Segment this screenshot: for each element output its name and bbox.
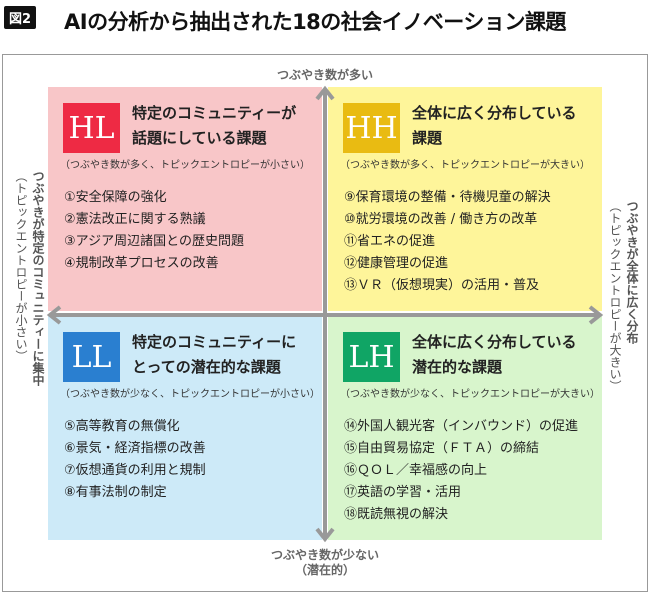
quadrant-badge: HH: [343, 103, 400, 153]
issue-item: ⑱既読無視の解決: [344, 507, 449, 522]
quadrant-hl: HL 特定のコミュニティーが話題にしている課題 （つぶやき数が多く、トピックエン…: [48, 87, 322, 311]
title-line: 話題にしている課題: [132, 129, 267, 147]
arrow-left-icon: [46, 305, 62, 325]
quadrant-subtitle: （つぶやき数が少なく、トピックエントロピーが小さい）: [60, 389, 320, 400]
quadrant-subtitle: （つぶやき数が多く、トピックエントロピーが小さい）: [60, 160, 310, 171]
title-line: とっての潜在的な課題: [132, 358, 281, 376]
axis-label-left: つぶやきが特定のコミュニティーに集中 （トピックエントロピーが小さい）: [12, 170, 46, 386]
quadrant-title: 全体に広く分布している課題: [412, 101, 577, 151]
axis-bottom-main: つぶやき数が少ない: [270, 548, 379, 562]
title-line: 特定のコミュニティーが: [132, 104, 297, 122]
issue-item: ⑨保育環境の整備・待機児童の解決: [344, 190, 551, 205]
quadrant-subtitle: （つぶやき数が多く、トピックエントロピーが大きい）: [340, 160, 590, 171]
quadrant-title: 特定のコミュニティーが話題にしている課題: [132, 101, 296, 151]
arrow-down-icon: [315, 527, 335, 543]
issue-item: ⑯ＱＯＬ／幸福感の向上: [344, 463, 488, 478]
axis-bottom-sub: （潜在的）: [294, 563, 355, 577]
quadrant-badge: LH: [343, 332, 400, 382]
issue-item: ④規制改革プロセスの改善: [64, 256, 219, 271]
quadrant-title: 特定のコミュニティーにとっての潜在的な課題: [132, 330, 296, 380]
issue-list: ①安全保障の強化 ②憲法改正に関する熟議 ③アジア周辺諸国との歴史問題 ④規制改革プロ…: [64, 187, 244, 275]
issue-item: ⑮自由貿易協定（ＦＴＡ）の締結: [344, 441, 540, 456]
issue-item: ⑦仮想通貨の利用と規制: [64, 463, 206, 478]
diagram-frame: [2, 54, 648, 592]
axis-right-main: つぶやきが全体に広く分布: [625, 200, 639, 344]
axis-left-main: つぶやきが特定のコミュニティーに集中: [31, 170, 45, 386]
issue-list: ⑤高等教育の無償化 ⑥景気・経済指標の改善 ⑦仮想通貨の利用と規制 ⑧有事法制の制定: [64, 416, 206, 504]
issue-item: ⑰英語の学習・活用: [344, 485, 462, 500]
quadrant-title: 全体に広く分布している潜在的な課題: [412, 330, 577, 380]
issue-item: ⑫健康管理の促進: [344, 256, 449, 271]
issue-item: ①安全保障の強化: [64, 190, 167, 205]
issue-item: ⑤高等教育の無償化: [64, 419, 180, 434]
issue-item: ⑭外国人観光客（インバウンド）の促進: [344, 419, 579, 434]
quadrant-badge: HL: [63, 103, 120, 153]
issue-item: ⑧有事法制の制定: [64, 485, 167, 500]
issue-item: ⑪省エネの促進: [344, 234, 436, 249]
quadrant-subtitle: （つぶやき数が少なく、トピックエントロピーが大きい）: [340, 389, 600, 400]
issue-item: ⑥景気・経済指標の改善: [64, 441, 206, 456]
axis-left-sub: （トピックエントロピーが小さい）: [14, 170, 28, 362]
title-line: 課題: [412, 129, 443, 147]
issue-list: ⑨保育環境の整備・待機児童の解決 ⑩就労環境の改善 / 働き方の改革 ⑪省エネの促進…: [344, 187, 551, 297]
figure-label: 図2: [4, 6, 37, 29]
issue-item: ②憲法改正に関する熟議: [64, 212, 206, 227]
quadrant-lh: LH 全体に広く分布している潜在的な課題 （つぶやき数が少なく、トピックエントロ…: [328, 316, 602, 540]
title-line: 潜在的な課題: [412, 358, 503, 376]
title-line: 全体に広く分布している: [412, 104, 577, 122]
issue-item: ③アジア周辺諸国との歴史問題: [64, 234, 245, 249]
axis-label-top: つぶやき数が多い: [276, 68, 373, 82]
arrow-up-icon: [315, 85, 335, 101]
title-line: 全体に広く分布している: [412, 333, 577, 351]
quadrant-badge: LL: [63, 332, 120, 382]
issue-list: ⑭外国人観光客（インバウンド）の促進 ⑮自由貿易協定（ＦＴＡ）の締結 ⑯ＱＯＬ／幸福…: [344, 416, 578, 526]
issue-item: ⑩就労環境の改善 / 働き方の改革: [344, 212, 538, 227]
quadrant-ll: LL 特定のコミュニティーにとっての潜在的な課題 （つぶやき数が少なく、トピック…: [48, 316, 322, 540]
diagram-title: AIの分析から抽出された18の社会イノベーション課題: [64, 10, 566, 34]
axis-label-bottom: つぶやき数が少ない （潜在的）: [0, 548, 650, 578]
axis-right-sub: （トピックエントロピーが大きい）: [608, 200, 622, 392]
arrow-right-icon: [588, 305, 604, 325]
quadrant-hh: HH 全体に広く分布している課題 （つぶやき数が多く、トピックエントロピーが大き…: [328, 87, 602, 311]
issue-item: ⑬ＶＲ（仮想現実）の活用・普及: [344, 278, 540, 293]
title-line: 特定のコミュニティーに: [132, 333, 297, 351]
axis-label-right: つぶやきが全体に広く分布 （トピックエントロピーが大きい）: [606, 200, 640, 392]
